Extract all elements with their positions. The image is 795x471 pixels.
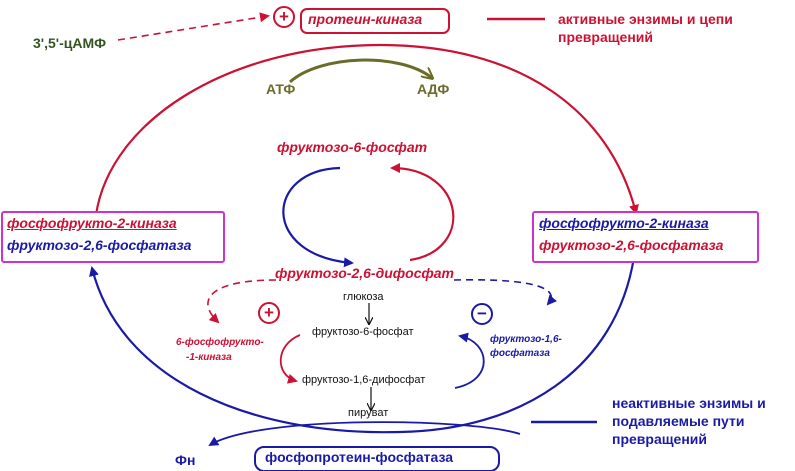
fbpase-label-line2: фосфатаза xyxy=(490,348,550,359)
atp-label: АТФ xyxy=(266,81,296,97)
left-enzyme-box xyxy=(1,211,225,263)
legend-inactive-line2: подавляемые пути xyxy=(612,413,745,429)
plus-icon: + xyxy=(273,6,295,28)
f26bp-label: фруктозо-2,6-дифосфат xyxy=(275,265,454,281)
activation-plus-icon: + xyxy=(258,302,280,324)
pyruvate-label: пируват xyxy=(348,407,389,419)
camp-arrow xyxy=(117,12,270,41)
inhibition-minus-icon: − xyxy=(471,303,493,325)
glucose-label: глюкоза xyxy=(343,291,384,303)
inhibition-dashed-arrow xyxy=(453,278,557,306)
f6p-to-f16bp-arrow xyxy=(279,334,301,384)
activation-dashed-arrow xyxy=(207,279,277,324)
outer-cycle-active-arc xyxy=(94,43,639,216)
protein-kinase-box xyxy=(300,8,450,34)
f16bp-to-f6p-arrow xyxy=(454,332,485,389)
pfk1-label-line2: -1-киназа xyxy=(186,352,232,363)
left-pfk2-label: фосфофрукто-2-киназа xyxy=(7,215,177,231)
fructose16bp-label: фруктозо-1,6-дифосфат xyxy=(302,374,426,386)
phosphatase-to-pn-arrow xyxy=(208,421,521,447)
right-pfk2-label: фосфофрукто-2-киназа xyxy=(539,215,709,231)
adp-label: АДФ xyxy=(417,81,450,97)
legend-inactive-line3: превращений xyxy=(612,431,708,447)
legend-inactive-line1: неактивные энзимы и xyxy=(612,395,766,411)
left-f26bpase-label: фруктозо-2,6-фосфатаза xyxy=(7,237,192,253)
f26bp-to-f6p-arc xyxy=(390,163,455,262)
phosphoprotein-phosphatase-label: фосфопротеин-фосфатаза xyxy=(265,449,454,465)
f6p-to-f26bp-arc xyxy=(282,166,354,268)
pfk1-label-line1: 6-фосфофрукто- xyxy=(176,337,264,348)
fructose6p-small-label: фруктозо-6-фосфат xyxy=(312,326,414,338)
f6p-label: фруктозо-6-фосфат xyxy=(277,139,428,155)
outer-cycle-inactive-arc xyxy=(89,256,636,434)
right-f26bpase-label: фруктозо-2,6-фосфатаза xyxy=(539,237,724,253)
legend-active-line1: активные энзимы и цепи xyxy=(558,11,733,27)
pn-label: Фн xyxy=(175,452,196,468)
right-enzyme-box xyxy=(532,211,759,263)
atp-adp-arrow xyxy=(288,58,432,84)
protein-kinase-label: протеин-киназа xyxy=(308,11,423,27)
camp-label: 3',5'-цАМФ xyxy=(33,35,107,51)
fbpase-label-line1: фруктозо-1,6- xyxy=(490,334,562,345)
legend-active-line2: превращений xyxy=(558,29,654,45)
